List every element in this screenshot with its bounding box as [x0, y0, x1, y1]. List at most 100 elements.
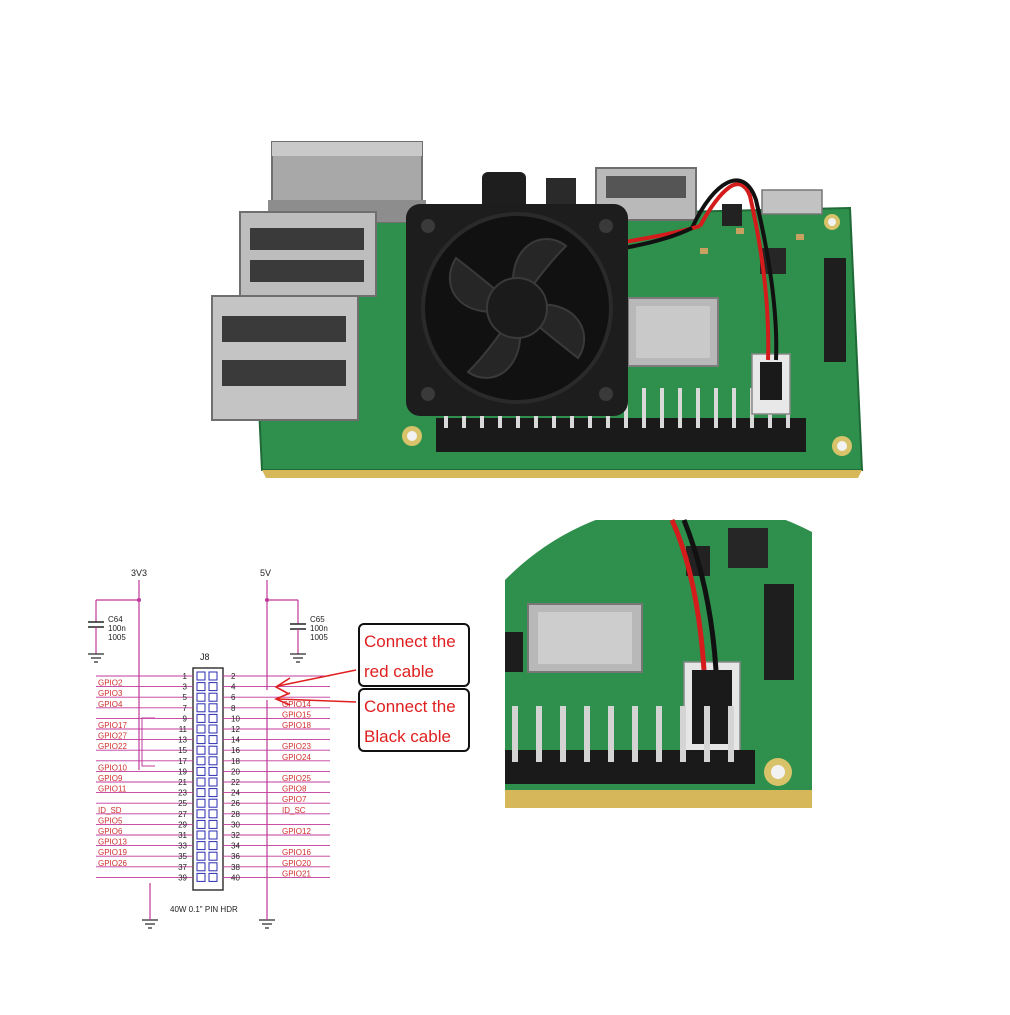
pin-number-odd: 21 — [178, 778, 187, 787]
pin-number-odd: 9 — [183, 714, 188, 723]
header-schematic: 3V3 5V C64 100n 1005 C65 100n 1005 — [88, 568, 330, 929]
cap-value-c65: 100n — [310, 624, 328, 633]
zoomed-header-pin — [728, 706, 734, 762]
connector-body — [192, 667, 224, 891]
signal-label-right: GPIO24 — [282, 753, 311, 762]
pin-number-even: 22 — [231, 778, 240, 787]
signal-label-left: GPIO26 — [98, 859, 127, 868]
header-pin — [696, 388, 700, 428]
connector-pin — [208, 872, 218, 882]
zoomed-red-wire — [669, 518, 707, 671]
black-wire — [690, 178, 779, 361]
usb-ports — [211, 211, 377, 421]
pin-number-even: 38 — [231, 863, 240, 872]
signal-label-right: GPIO21 — [282, 869, 311, 878]
signal-label-left: GPIO2 — [98, 679, 123, 688]
pin-number-even: 14 — [231, 736, 240, 745]
connector-pin — [208, 777, 218, 787]
connector-pin — [208, 756, 218, 766]
pin-number-even: 4 — [231, 683, 236, 692]
callout-black-line2: Black cable — [364, 727, 451, 746]
ground-symbol — [290, 653, 306, 663]
pin-number-even: 32 — [231, 831, 240, 840]
connector-pin — [196, 756, 206, 766]
pin-number-odd: 5 — [183, 693, 188, 702]
connector-pin — [208, 819, 218, 829]
connector-pin — [196, 745, 206, 755]
connector-pin — [196, 819, 206, 829]
pin-number-odd: 1 — [183, 672, 188, 681]
signal-label-left: GPIO27 — [98, 732, 127, 741]
callout-black-line1: Connect the — [364, 697, 456, 716]
header-pin — [660, 388, 664, 428]
display-connector — [824, 258, 846, 362]
connector-pin — [196, 809, 206, 819]
rail-label-3v3: 3V3 — [131, 568, 147, 578]
pin-number-even: 10 — [231, 714, 240, 723]
micro-usb-port — [761, 189, 823, 215]
connector-pin — [196, 777, 206, 787]
connector-pin — [196, 692, 206, 702]
pin-number-odd: 19 — [178, 767, 187, 776]
red-wire — [698, 182, 771, 361]
zoomed-header-pin — [512, 706, 518, 762]
signal-label-right: GPIO25 — [282, 774, 311, 783]
connector-pin — [196, 766, 206, 776]
connector-pin — [208, 766, 218, 776]
signal-label-right: ID_SC — [282, 806, 306, 815]
cooling-fan — [406, 204, 628, 416]
pin-number-odd: 23 — [178, 789, 187, 798]
pin-number-odd: 33 — [178, 842, 187, 851]
signal-label-left: GPIO6 — [98, 827, 123, 836]
callout-black-cable: Connect the Black cable — [358, 688, 470, 752]
signal-label-left: GPIO11 — [98, 785, 127, 794]
signal-label-right: GPIO8 — [282, 785, 307, 794]
connector-pin — [208, 692, 218, 702]
connector-pin — [196, 841, 206, 851]
signal-label-right: GPIO20 — [282, 859, 311, 868]
signal-label-right: GPIO15 — [282, 710, 311, 719]
pin-number-even: 20 — [231, 767, 240, 776]
connector-pin — [208, 735, 218, 745]
pin-number-odd: 29 — [178, 820, 187, 829]
pin-number-even: 16 — [231, 746, 240, 755]
connector-name: J8 — [200, 652, 210, 662]
connector-pin — [208, 830, 218, 840]
pin-number-odd: 13 — [178, 736, 187, 745]
zoomed-header-pin — [656, 706, 662, 762]
connector-pin — [208, 703, 218, 713]
signal-label-right: GPIO7 — [282, 795, 307, 804]
callout-arrows — [273, 669, 357, 706]
signal-label-left: GPIO3 — [98, 689, 123, 698]
pin-number-odd: 27 — [178, 810, 187, 819]
pin-number-even: 24 — [231, 789, 240, 798]
signal-label-right: GPIO16 — [282, 848, 311, 857]
zoomed-header-pin — [584, 706, 590, 762]
connector-pin — [208, 713, 218, 723]
ground-symbol — [259, 919, 275, 929]
signal-label-left: GPIO9 — [98, 774, 123, 783]
pin-number-odd: 37 — [178, 863, 187, 872]
pin-number-even: 12 — [231, 725, 240, 734]
connector-pin — [196, 724, 206, 734]
pin-number-odd: 3 — [183, 683, 188, 692]
pin-number-odd: 31 — [178, 831, 187, 840]
rail-label-5v: 5V — [260, 568, 271, 578]
connector-pin — [196, 713, 206, 723]
signal-label-right: GPIO12 — [282, 827, 311, 836]
cap-value-c64: 100n — [108, 624, 126, 633]
connector-pin — [196, 735, 206, 745]
connector-pin — [196, 788, 206, 798]
connector-pin — [196, 830, 206, 840]
pin-number-even: 30 — [231, 820, 240, 829]
signal-label-left: GPIO5 — [98, 816, 123, 825]
signal-label-right: GPIO14 — [282, 700, 311, 709]
connector-pin — [208, 671, 218, 681]
pin-number-odd: 35 — [178, 852, 187, 861]
connector-pin — [196, 671, 206, 681]
signal-label-left: GPIO4 — [98, 700, 123, 709]
pin-number-odd: 11 — [179, 725, 188, 734]
pin-number-even: 18 — [231, 757, 240, 766]
connector-pin — [208, 745, 218, 755]
